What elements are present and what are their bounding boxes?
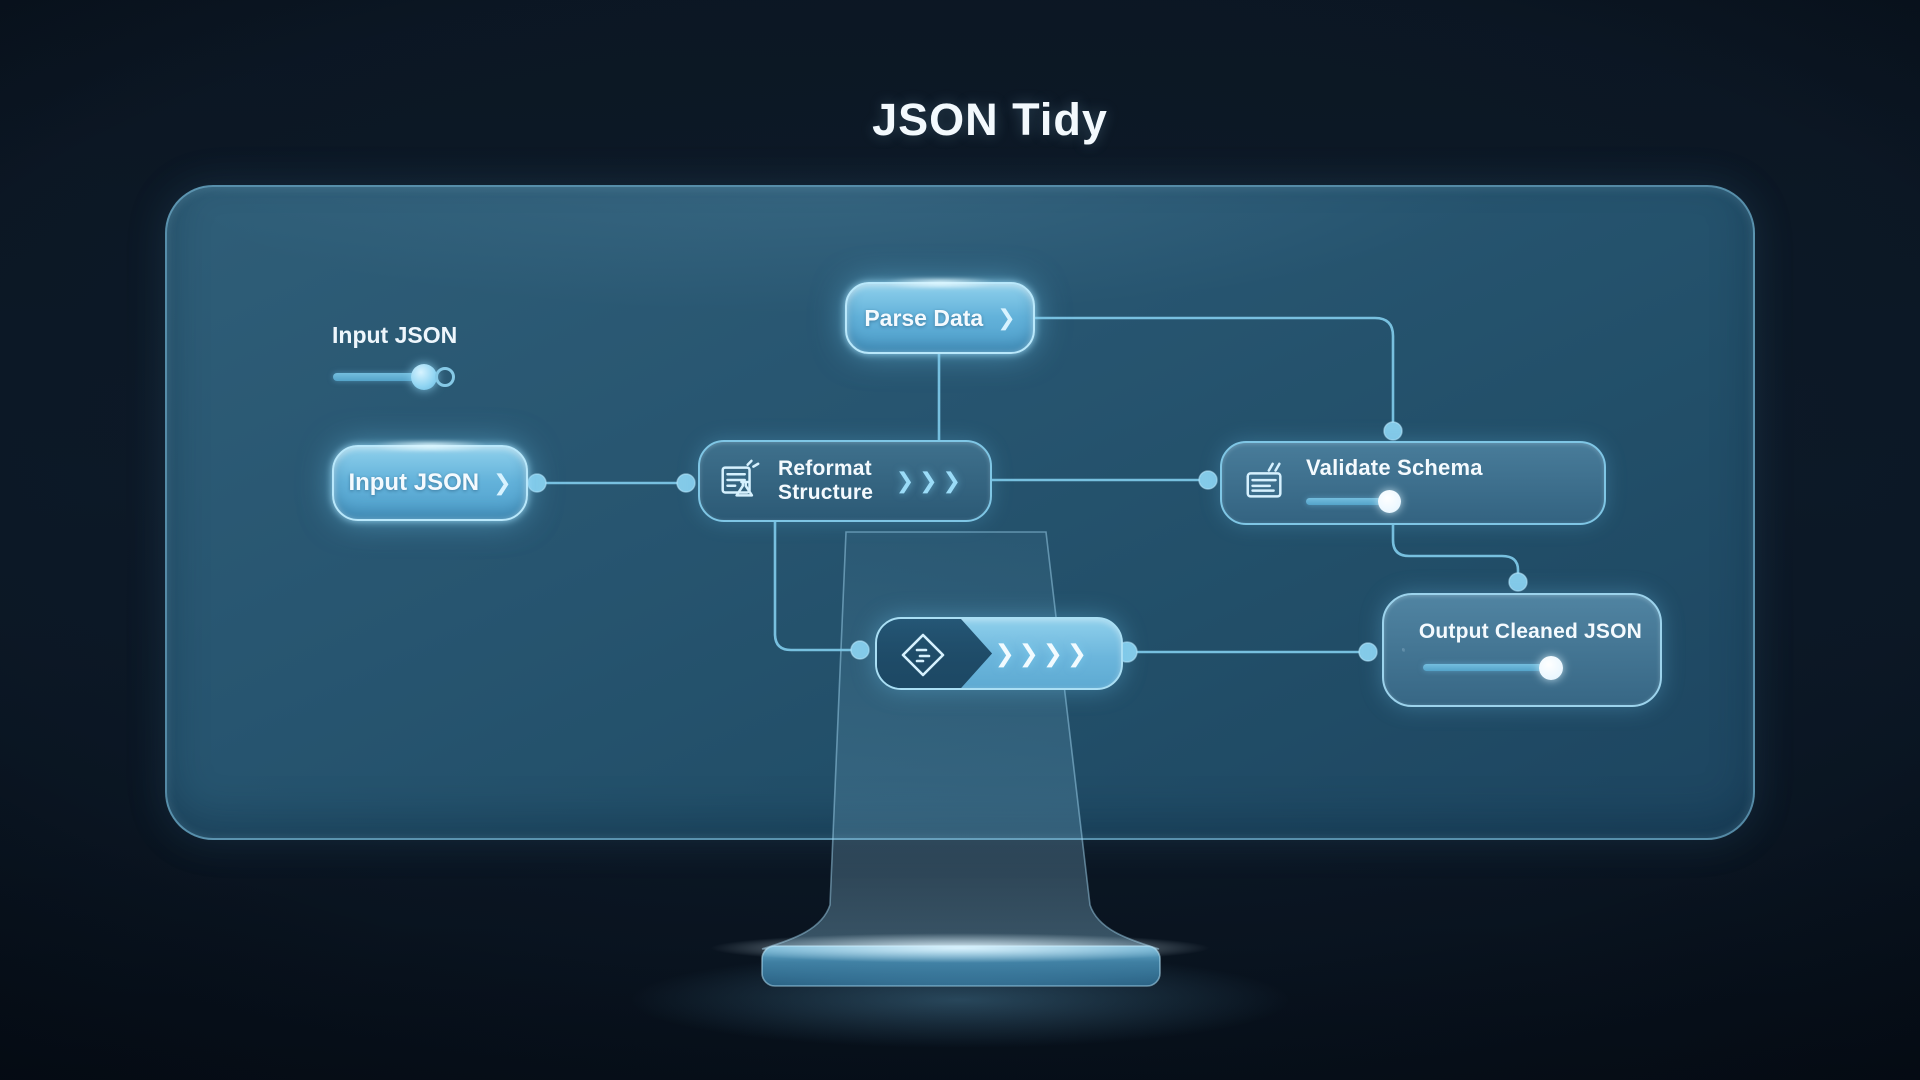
transform-node[interactable]: ❯❯❯❯ (875, 617, 1123, 690)
stand-base (761, 945, 1161, 987)
document-diamond-icon (1402, 648, 1405, 652)
quad-chevron-icon: ❯❯❯❯ (994, 640, 1091, 667)
triple-chevron-icon: ❯❯❯ (895, 468, 966, 493)
reformat-structure-node[interactable]: Reformat Structure ❯❯❯ (698, 440, 992, 522)
document-flask-icon (721, 459, 760, 497)
validate-label: Validate Schema (1306, 454, 1483, 480)
input-button-label: Input JSON (348, 469, 480, 496)
floor-glow (630, 952, 1290, 1048)
validate-slider[interactable] (1306, 489, 1416, 513)
validate-slider-knob[interactable] (1378, 489, 1401, 513)
output-cleaned-json-node[interactable]: Output Cleaned JSON (1382, 593, 1662, 707)
chevron-right-icon: ❯ (997, 305, 1016, 330)
chevron-right-icon: ❯ (493, 470, 512, 495)
button-shine (861, 278, 1019, 288)
input-json-button[interactable]: Input JSON ❯ (332, 441, 528, 521)
stand-base-glow (710, 933, 1210, 963)
diamond-code-icon (901, 633, 945, 677)
output-label: Output Cleaned JSON (1418, 620, 1642, 643)
input-slider[interactable] (333, 363, 463, 391)
button-shine (349, 441, 511, 451)
input-json-label: Input JSON (332, 322, 458, 348)
parse-button-label: Parse Data (864, 304, 984, 331)
input-slider-end-ring (435, 367, 455, 387)
validate-schema-node[interactable]: Validate Schema (1220, 441, 1606, 525)
output-slider[interactable] (1422, 654, 1573, 680)
reformat-label: Reformat Structure (778, 457, 873, 505)
checklist-card-icon (1246, 462, 1282, 498)
output-slider-knob[interactable] (1538, 656, 1563, 680)
parse-data-button[interactable]: Parse Data ❯ (845, 278, 1035, 354)
input-slider-knob[interactable] (411, 364, 437, 390)
reformat-label-line2: Structure (778, 481, 874, 504)
reformat-label-line1: Reformat (778, 457, 872, 480)
page-title: JSON Tidy (872, 94, 1108, 145)
